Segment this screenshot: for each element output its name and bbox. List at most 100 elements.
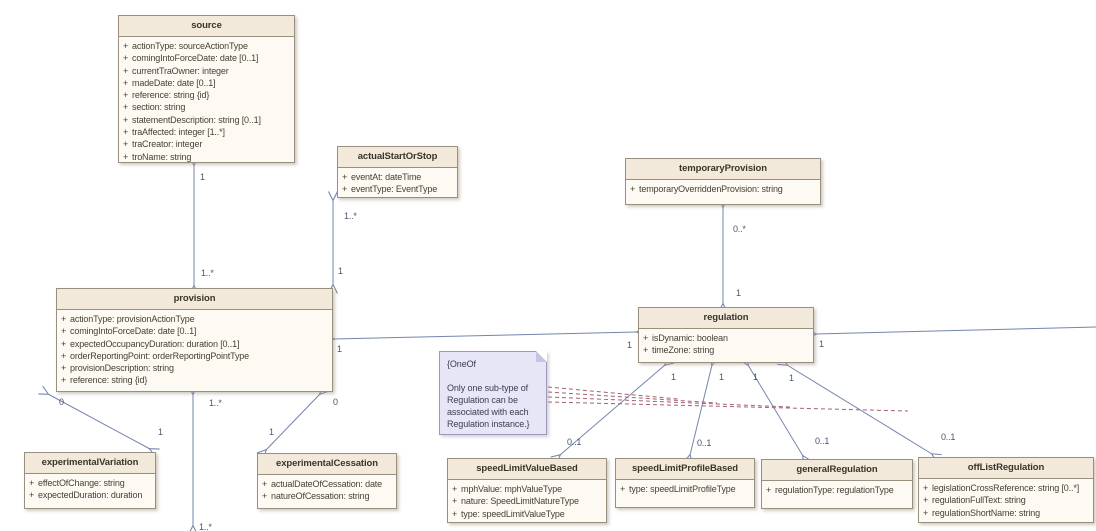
class-title: offListRegulation: [919, 458, 1093, 479]
oneof-constraint-note[interactable]: {OneOf Only one sub-type of Regulation c…: [439, 351, 547, 435]
multiplicity-label: 1: [819, 339, 824, 349]
visibility-marker: +: [28, 490, 35, 501]
attribute-list: +eventAt: dateTime +eventType: EventType: [338, 168, 457, 197]
attribute-text: currentTraOwner: integer: [132, 65, 229, 76]
attribute-list: +isDynamic: boolean +timeZone: string: [639, 329, 813, 359]
attribute-list: +mphValue: mphValueType +nature: SpeedLi…: [448, 480, 606, 522]
visibility-marker: +: [28, 478, 35, 488]
class-experimentalcessation[interactable]: experimentalCessation +actualDateOfCessa…: [257, 453, 397, 509]
visibility-marker: +: [922, 495, 929, 506]
edge-provision-experimentalcessation: [256, 384, 330, 460]
visibility-marker: +: [122, 102, 129, 113]
attribute-list: +actualDateOfCessation: date +natureOfCe…: [258, 475, 396, 505]
multiplicity-label: 1: [269, 427, 274, 437]
attribute-text: actionType: provisionActionType: [70, 314, 195, 324]
attribute-text: type: speedLimitValueType: [461, 508, 565, 519]
attribute-row: +reference: string {id}: [57, 374, 330, 386]
visibility-marker: +: [629, 184, 636, 194]
attribute-row: +expectedDuration: duration: [25, 489, 153, 501]
attribute-text: type: speedLimitProfileType: [629, 484, 736, 494]
attribute-text: eventType: EventType: [351, 184, 438, 195]
visibility-marker: +: [341, 184, 348, 195]
attribute-list: +actionType: sourceActionType +comingInt…: [119, 37, 294, 162]
attribute-text: temporaryOverriddenProvision: string: [639, 184, 783, 194]
attribute-row: +section: string: [119, 101, 292, 113]
note-link-speedlimitvaluebased: [547, 386, 679, 400]
attribute-text: regulationShortName: string: [932, 507, 1041, 518]
edge-provision-regulation: [325, 326, 646, 345]
class-title: source: [119, 16, 294, 37]
visibility-marker: +: [122, 90, 129, 101]
multiplicity-label: 0..*: [733, 224, 746, 234]
visibility-marker: +: [60, 326, 67, 337]
attribute-row: +type: speedLimitProfileType: [616, 483, 752, 495]
class-source[interactable]: source +actionType: sourceActionType +co…: [118, 15, 295, 163]
attribute-row: +madeDate: date [0..1]: [119, 77, 292, 89]
attribute-row: +actionType: provisionActionType: [57, 313, 330, 325]
visibility-marker: +: [122, 127, 129, 138]
visibility-marker: +: [122, 53, 129, 64]
visibility-marker: +: [922, 483, 929, 493]
class-speedlimitvaluebased[interactable]: speedLimitValueBased +mphValue: mphValue…: [447, 458, 607, 523]
attribute-text: madeDate: date [0..1]: [132, 77, 216, 88]
attribute-list: +regulationType: regulationType: [762, 481, 912, 498]
multiplicity-label: 1: [719, 372, 724, 382]
attribute-text: comingIntoForceDate: date [0..1]: [132, 53, 259, 64]
attribute-text: natureOfCessation: string: [271, 491, 370, 502]
class-title: experimentalCessation: [258, 454, 396, 475]
attribute-row: +temporaryOverriddenProvision: string: [626, 183, 818, 195]
multiplicity-label: 0..1: [815, 436, 830, 446]
attribute-text: traAffected: integer [1..*]: [132, 127, 225, 138]
attribute-row: +effectOfChange: string: [25, 477, 153, 489]
attribute-row: +expectedOccupancyDuration: duration [0.…: [57, 338, 330, 350]
visibility-marker: +: [642, 333, 649, 343]
class-provision[interactable]: provision +actionType: provisionActionTy…: [56, 288, 333, 392]
attribute-text: actualDateOfCessation: date: [271, 479, 383, 489]
attribute-text: nature: SpeedLimitNatureType: [461, 496, 579, 507]
multiplicity-label: 1..*: [209, 398, 222, 408]
attribute-text: reference: string {id}: [132, 90, 210, 101]
attribute-row: +troName: string: [119, 151, 292, 162]
visibility-marker: +: [451, 508, 458, 519]
attribute-list: +effectOfChange: string +expectedDuratio…: [25, 474, 155, 504]
visibility-marker: +: [122, 139, 129, 150]
visibility-marker: +: [261, 479, 268, 489]
attribute-text: orderReportingPoint: orderReportingPoint…: [70, 350, 250, 361]
class-title: experimentalVariation: [25, 453, 155, 474]
attribute-row: +type: speedLimitValueType: [448, 508, 604, 520]
attribute-row: +statementDescription: string [0..1]: [119, 114, 292, 126]
attribute-row: +actualDateOfCessation: date: [258, 478, 394, 490]
multiplicity-label: 1: [158, 427, 163, 437]
attribute-text: effectOfChange: string: [38, 478, 125, 488]
visibility-marker: +: [922, 507, 929, 518]
visibility-marker: +: [122, 77, 129, 88]
multiplicity-label: 1: [337, 344, 342, 354]
multiplicity-label: 0..1: [697, 438, 712, 448]
attribute-row: +provisionDescription: string: [57, 362, 330, 374]
class-regulation[interactable]: regulation +isDynamic: boolean +timeZone…: [638, 307, 814, 363]
attribute-row: +mphValue: mphValueType: [448, 483, 604, 495]
attribute-row: +isDynamic: boolean: [639, 332, 811, 344]
visibility-marker: +: [642, 345, 649, 356]
attribute-row: +regulationShortName: string: [919, 507, 1091, 519]
class-generalregulation[interactable]: generalRegulation +regulationType: regul…: [761, 459, 913, 509]
attribute-row: +regulationType: regulationType: [762, 484, 910, 496]
multiplicity-label: 0..1: [567, 437, 582, 447]
attribute-row: +eventType: EventType: [338, 183, 455, 195]
class-temporaryprovision[interactable]: temporaryProvision +temporaryOverriddenP…: [625, 158, 821, 205]
attribute-list: +temporaryOverriddenProvision: string: [626, 180, 820, 197]
attribute-text: mphValue: mphValueType: [461, 484, 562, 494]
multiplicity-label: 1: [789, 373, 794, 383]
visibility-marker: +: [122, 65, 129, 76]
class-experimentalvariation[interactable]: experimentalVariation +effectOfChange: s…: [24, 452, 156, 509]
multiplicity-label: 1: [338, 266, 343, 276]
class-offlistregulation[interactable]: offListRegulation +legislationCrossRefer…: [918, 457, 1094, 523]
multiplicity-label: 0: [333, 397, 338, 407]
class-speedlimitprofilebased[interactable]: speedLimitProfileBased +type: speedLimit…: [615, 458, 755, 508]
attribute-text: timeZone: string: [652, 345, 715, 356]
visibility-marker: +: [60, 314, 67, 324]
visibility-marker: +: [122, 41, 129, 51]
class-actualstartorstop[interactable]: actualStartOrStop +eventAt: dateTime +ev…: [337, 146, 458, 198]
attribute-text: regulationType: regulationType: [775, 485, 894, 495]
